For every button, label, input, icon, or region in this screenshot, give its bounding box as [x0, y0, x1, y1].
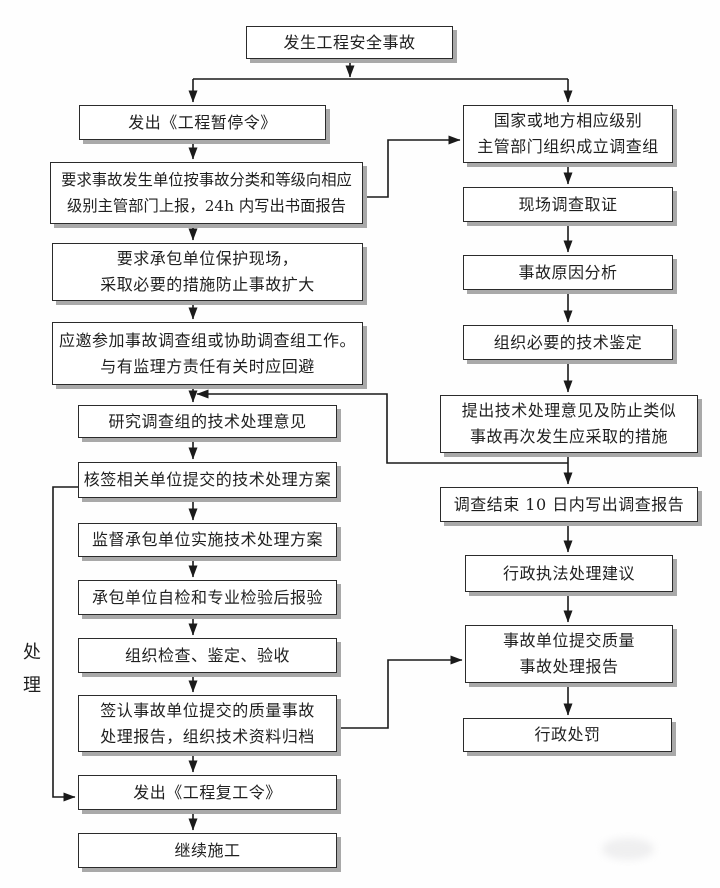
- flow-node-organize-acceptance: 组织检查、鉴定、验收: [78, 638, 337, 673]
- flow-node-countersign-treatment-plan: 核签相关单位提交的技术处理方案: [78, 462, 337, 498]
- edge-r5-l5: [196, 389, 568, 464]
- flow-node-accident-occurs: 发生工程安全事故: [246, 26, 453, 59]
- flow-node-cause-analysis: 事故原因分析: [463, 255, 673, 290]
- flow-node-contractor-self-inspection: 承包单位自检和专业检验后报验: [78, 580, 337, 615]
- edge-l10-r8: [337, 655, 463, 729]
- flow-node-investigation-report-10days: 调查结束 10 日内写出调查报告: [440, 487, 698, 522]
- flow-node-issue-suspension-order: 发出《工程暂停令》: [79, 105, 326, 140]
- flow-node-site-evidence-collection: 现场调查取证: [463, 187, 673, 222]
- flow-node-study-technical-opinion: 研究调查组的技术处理意见: [78, 405, 337, 438]
- flow-node-enforcement-suggestion: 行政执法处理建议: [465, 555, 673, 592]
- edge-l2-r1: [363, 135, 461, 198]
- flow-node-issue-resumption-order: 发出《工程复工令》: [78, 775, 337, 810]
- flow-node-authority-forms-team: 国家或地方相应级别 主管部门组织成立调查组: [463, 105, 673, 163]
- watermark-smudge: [602, 838, 654, 860]
- flow-node-supervise-implementation: 监督承包单位实施技术处理方案: [78, 523, 337, 557]
- flow-node-protect-site: 要求承包单位保护现场， 采取必要的措施防止事故扩大: [52, 243, 363, 301]
- side-label-handling: 处理: [23, 642, 41, 696]
- flow-node-join-investigation-team: 应邀参加事故调查组或协助调查组工作。 与有监理方责任有关时应回避: [52, 322, 363, 385]
- flow-node-sign-quality-report-archive: 签认事故单位提交的质量事故 处理报告，组织技术资料归档: [78, 695, 337, 752]
- flow-node-propose-measures: 提出技术处理意见及防止类似 事故再次发生应采取的措施: [440, 395, 698, 453]
- flow-node-continue-construction: 继续施工: [78, 833, 337, 868]
- flow-node-require-report-24h: 要求事故发生单位按事故分类和等级向相应 级别主管部门上报，24h 内写出书面报告: [50, 162, 363, 224]
- flow-node-submit-quality-report: 事故单位提交质量 事故处理报告: [465, 625, 673, 683]
- edge-l6-l11: [52, 486, 78, 802]
- flow-node-technical-appraisal: 组织必要的技术鉴定: [463, 325, 673, 360]
- flow-node-administrative-penalty: 行政处罚: [463, 718, 672, 752]
